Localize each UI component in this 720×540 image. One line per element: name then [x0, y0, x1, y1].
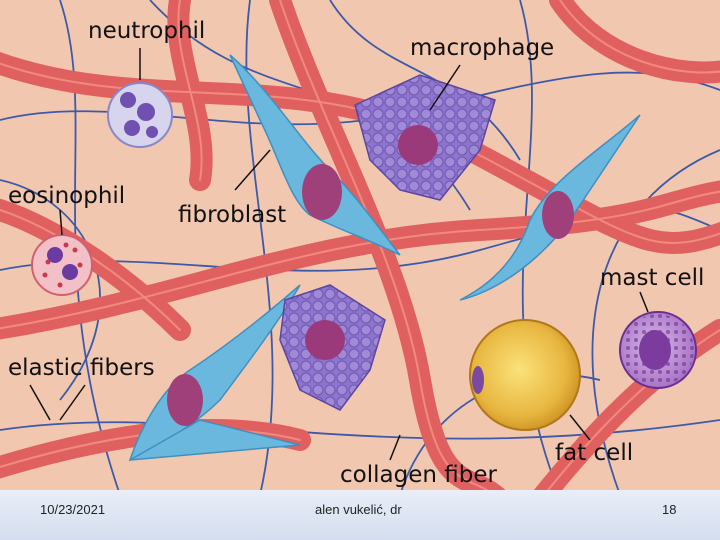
label-collagen-fiber: collagen fiber: [340, 462, 497, 488]
eosinophil-cell: [32, 235, 92, 295]
connective-tissue-illustration: neutrophil macrophage eosinophil fibrobl…: [0, 0, 720, 495]
label-macrophage: macrophage: [410, 35, 554, 61]
fat-cell: [470, 320, 580, 430]
label-neutrophil: neutrophil: [88, 18, 205, 44]
footer-author: alen vukelić, dr: [315, 502, 402, 517]
mast-cell: [620, 312, 696, 388]
footer-page-number: 18: [662, 502, 676, 517]
label-fibroblast: fibroblast: [178, 202, 286, 228]
label-fat-cell: fat cell: [555, 440, 633, 466]
label-mast-cell: mast cell: [600, 265, 704, 291]
neutrophil-cell: [108, 83, 172, 147]
label-elastic-fibers: elastic fibers: [8, 355, 155, 381]
footer-date: 10/23/2021: [40, 502, 105, 517]
label-eosinophil: eosinophil: [8, 183, 125, 209]
